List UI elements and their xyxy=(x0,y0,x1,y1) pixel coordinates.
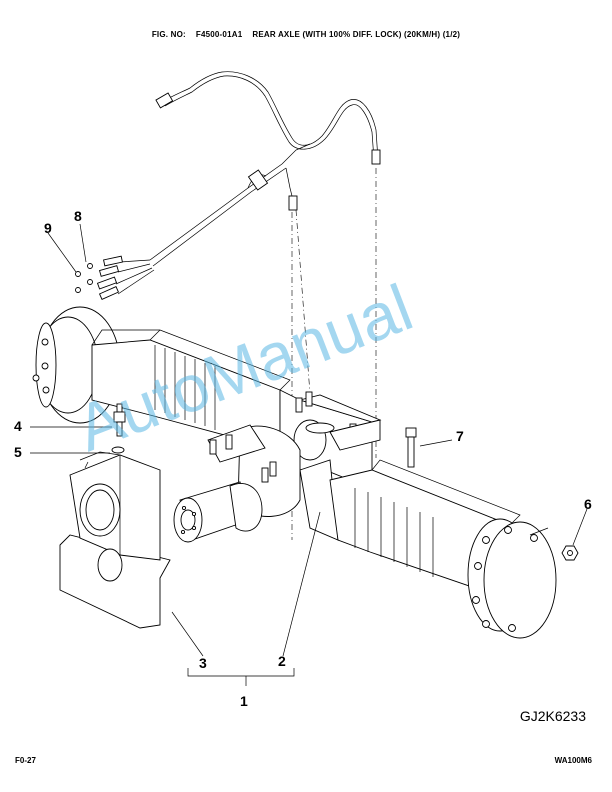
housing-ribs-right xyxy=(354,488,434,577)
right-axle-housing xyxy=(329,459,557,639)
left-axle-housing xyxy=(32,306,291,451)
callout-2: 2 xyxy=(278,653,286,669)
fig-title: REAR AXLE (WITH 100% DIFF. LOCK) (20KM/H… xyxy=(252,30,461,39)
callout-3: 3 xyxy=(199,655,207,671)
nut xyxy=(561,545,579,561)
fig-label: FIG. NO: xyxy=(151,30,186,39)
fig-number: F4500-01A1 xyxy=(195,30,243,39)
callout-9: 9 xyxy=(44,220,52,236)
page-number: F0-27 xyxy=(15,756,36,765)
callout-7: 7 xyxy=(456,428,464,444)
breather-fitting xyxy=(113,403,126,437)
callout-8: 8 xyxy=(74,208,82,224)
callout-5: 5 xyxy=(14,444,22,460)
leader-lines xyxy=(30,223,588,686)
callout-1: 1 xyxy=(240,693,248,709)
bolt xyxy=(405,427,417,468)
figure-header: FIG. NO: F4500-01A1 REAR AXLE (WITH 100% D… xyxy=(0,30,612,39)
axle-bracket xyxy=(59,451,171,629)
pinion-flange xyxy=(173,481,263,543)
callout-labels: 1 2 3 4 5 6 7 8 9 xyxy=(14,208,592,709)
housing-ribs-left xyxy=(154,345,216,430)
callout-4: 4 xyxy=(14,418,22,434)
callout-6: 6 xyxy=(584,496,592,512)
wiring-harness xyxy=(75,71,381,300)
o-ring xyxy=(111,446,125,454)
reference-code: GJ2K6233 xyxy=(519,708,586,724)
model-code: WA100M6 xyxy=(554,756,592,765)
differential-carrier xyxy=(207,389,382,541)
